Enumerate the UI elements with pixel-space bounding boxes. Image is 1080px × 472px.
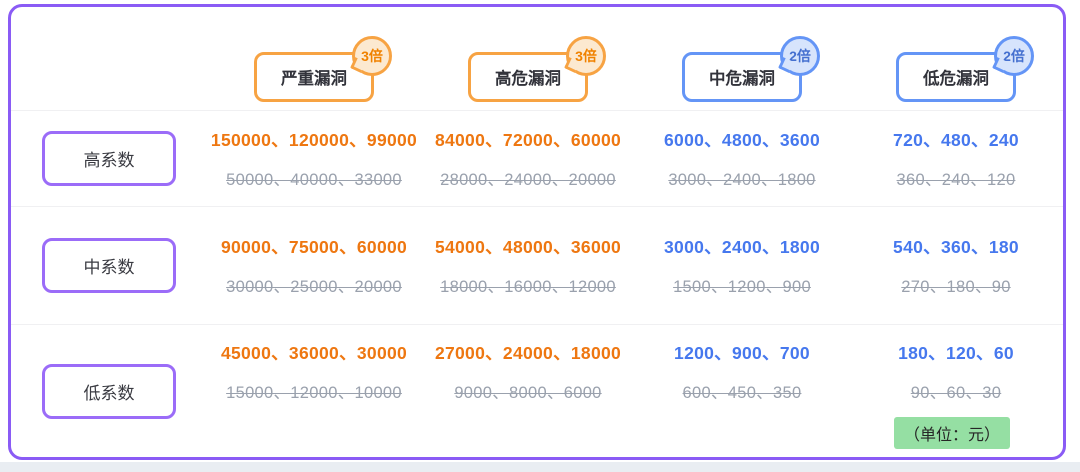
row-label-cell: 中系数 (11, 207, 207, 324)
multiplier-badge: 3倍 (566, 36, 606, 76)
value-cell: 27000、24000、18000 9000、8000、6000 (421, 325, 635, 457)
column-header-label: 严重漏洞 (281, 70, 347, 88)
original-values-strikethrough: 270、180、90 (901, 278, 1011, 296)
original-values-strikethrough: 28000、24000、20000 (440, 171, 616, 189)
coefficient-reward-table: 严重漏洞 3倍 高危漏洞 3倍 中危漏洞 2倍 低危漏洞 2倍 高系数 (8, 4, 1066, 460)
column-high: 高危漏洞 3倍 (421, 7, 635, 110)
boosted-values: 54000、48000、36000 (434, 237, 622, 257)
value-cell: 540、360、180 270、180、90 (849, 207, 1063, 324)
original-values-strikethrough: 9000、8000、6000 (454, 383, 602, 402)
value-cell: 90000、75000、60000 30000、25000、20000 (207, 207, 421, 324)
original-values-strikethrough: 600、450、350 (682, 383, 802, 402)
value-cell: 180、120、60 90、60、30 (849, 325, 1063, 457)
column-low: 低危漏洞 2倍 (849, 7, 1063, 110)
row-label-cell: 低系数 (11, 325, 207, 457)
original-values-strikethrough: 360、240、120 (896, 171, 1016, 189)
boosted-values: 3000、2400、1800 (664, 237, 820, 257)
original-values-strikethrough: 1500、1200、900 (673, 278, 811, 296)
original-values-strikethrough: 15000、12000、10000 (226, 383, 402, 402)
boosted-values: 1200、900、700 (674, 342, 810, 363)
row-label-box: 中系数 (42, 238, 176, 293)
boosted-values: 720、480、240 (893, 130, 1019, 150)
value-cell: 3000、2400、1800 1500、1200、900 (635, 207, 849, 324)
unit-note-badge: （单位：元） (893, 417, 1010, 449)
column-critical: 严重漏洞 3倍 (207, 7, 421, 110)
original-values-strikethrough: 3000、2400、1800 (668, 171, 816, 189)
multiplier-badge: 3倍 (352, 36, 392, 76)
value-cell: 720、480、240 360、240、120 (849, 111, 1063, 206)
column-header-box-critical: 严重漏洞 3倍 (254, 36, 392, 102)
value-cell: 150000、120000、99000 50000、40000、33000 (207, 111, 421, 206)
row-label-cell: 高系数 (11, 111, 207, 206)
column-header-box-high: 高危漏洞 3倍 (468, 36, 606, 102)
original-values-strikethrough: 50000、40000、33000 (226, 171, 402, 189)
boosted-values: 180、120、60 (898, 342, 1014, 363)
original-values-strikethrough: 90、60、30 (910, 383, 1002, 402)
bottom-edge-strip (0, 462, 1080, 472)
column-medium: 中危漏洞 2倍 (635, 7, 849, 110)
value-cell: 1200、900、700 600、450、350 (635, 325, 849, 457)
original-values-strikethrough: 18000、16000、12000 (440, 278, 616, 296)
value-cell: 84000、72000、60000 28000、24000、20000 (421, 111, 635, 206)
row-label-box: 低系数 (42, 363, 176, 419)
column-header-box-medium: 中危漏洞 2倍 (682, 36, 820, 102)
multiplier-badge: 2倍 (780, 36, 820, 76)
header-row: 严重漏洞 3倍 高危漏洞 3倍 中危漏洞 2倍 低危漏洞 2倍 (11, 7, 1063, 110)
column-header-label: 中危漏洞 (709, 70, 775, 88)
table-row-low-coefficient: 低系数 45000、36000、30000 15000、12000、10000 … (11, 324, 1063, 457)
header-empty-cell (11, 7, 207, 110)
boosted-values: 6000、4800、3600 (664, 130, 820, 150)
table-row-high-coefficient: 高系数 150000、120000、99000 50000、40000、3300… (11, 110, 1063, 206)
boosted-values: 150000、120000、99000 (210, 130, 418, 150)
column-header-label: 高危漏洞 (495, 70, 561, 88)
original-values-strikethrough: 30000、25000、20000 (226, 278, 402, 296)
row-label-box: 高系数 (42, 131, 176, 186)
boosted-values: 27000、24000、18000 (434, 342, 622, 363)
column-header-label: 低危漏洞 (923, 70, 989, 88)
value-cell: 6000、4800、3600 3000、2400、1800 (635, 111, 849, 206)
value-cell: 45000、36000、30000 15000、12000、10000 (207, 325, 421, 457)
table-row-medium-coefficient: 中系数 90000、75000、60000 30000、25000、20000 … (11, 206, 1063, 324)
boosted-values: 90000、75000、60000 (220, 237, 408, 257)
value-cell: 54000、48000、36000 18000、16000、12000 (421, 207, 635, 324)
boosted-values: 540、360、180 (893, 237, 1019, 257)
column-header-box-low: 低危漏洞 2倍 (896, 36, 1034, 102)
boosted-values: 45000、36000、30000 (220, 342, 408, 363)
multiplier-badge: 2倍 (994, 36, 1034, 76)
boosted-values: 84000、72000、60000 (434, 130, 622, 150)
